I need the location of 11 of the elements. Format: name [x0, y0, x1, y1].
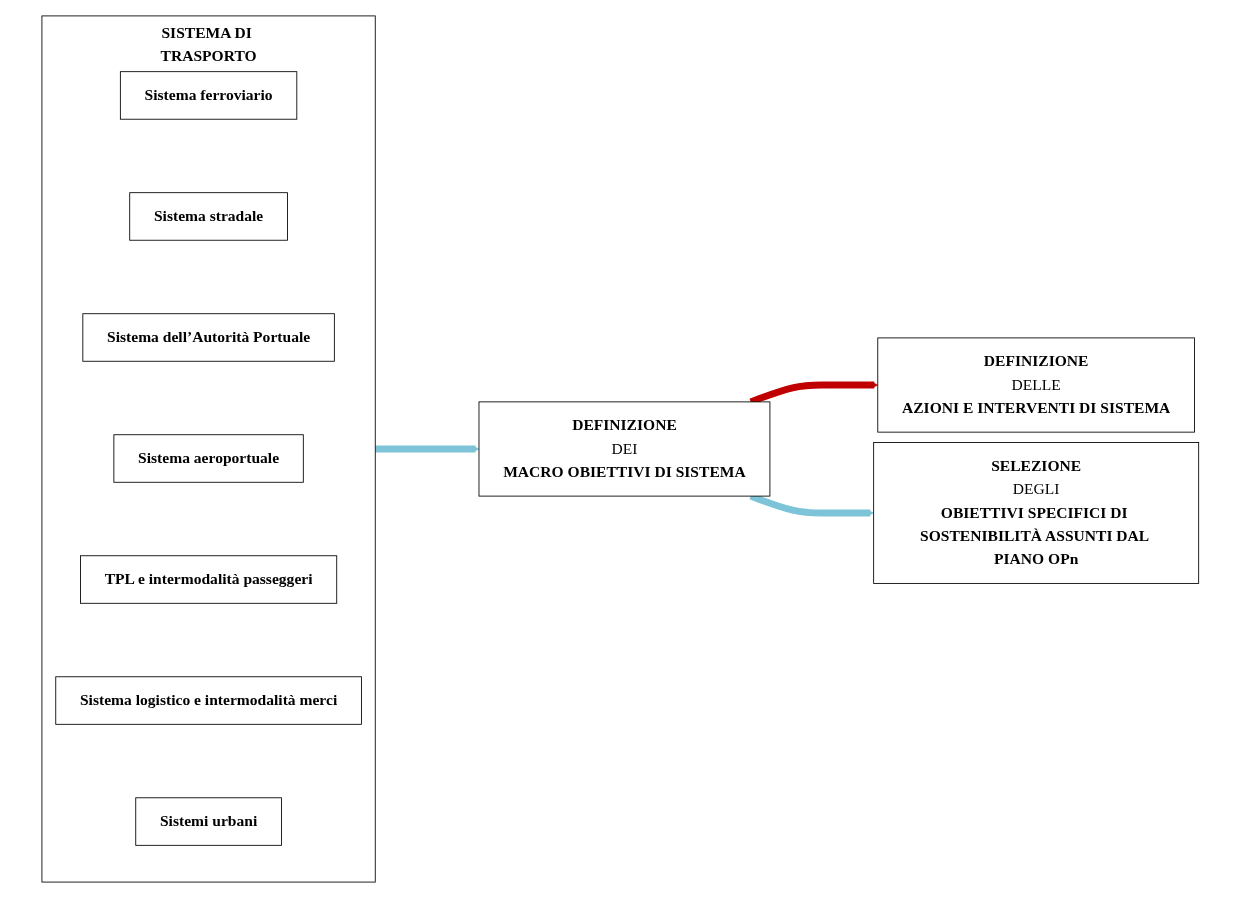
node-box: Sistema aeroportuale	[113, 434, 304, 483]
node-box: Sistemi urbani	[135, 797, 282, 846]
node-box: Sistema dell’Autorità Portuale	[82, 313, 335, 362]
node-box: DEFINIZIONE DEI MACRO OBIETTIVI DI SISTEMA	[478, 401, 771, 497]
node-box: TPL e intermodalità passeggeri	[79, 555, 337, 604]
node-box: DEFINIZIONE DELLE AZIONI E INTERVENTI DI SISTEMA	[877, 337, 1195, 433]
node-box: SELEZIONE DEGLI OBIETTIVI SPECIFICI DI SOSTENIBILITÀ ASSUNTI DAL PIANO OPn	[872, 442, 1199, 584]
node-box: Sistema ferroviario	[119, 71, 297, 120]
arrow	[374, 445, 480, 453]
node-box: Sistema stradale	[129, 192, 288, 241]
node-box: Sistema logistico e intermodalità merci	[55, 676, 362, 725]
